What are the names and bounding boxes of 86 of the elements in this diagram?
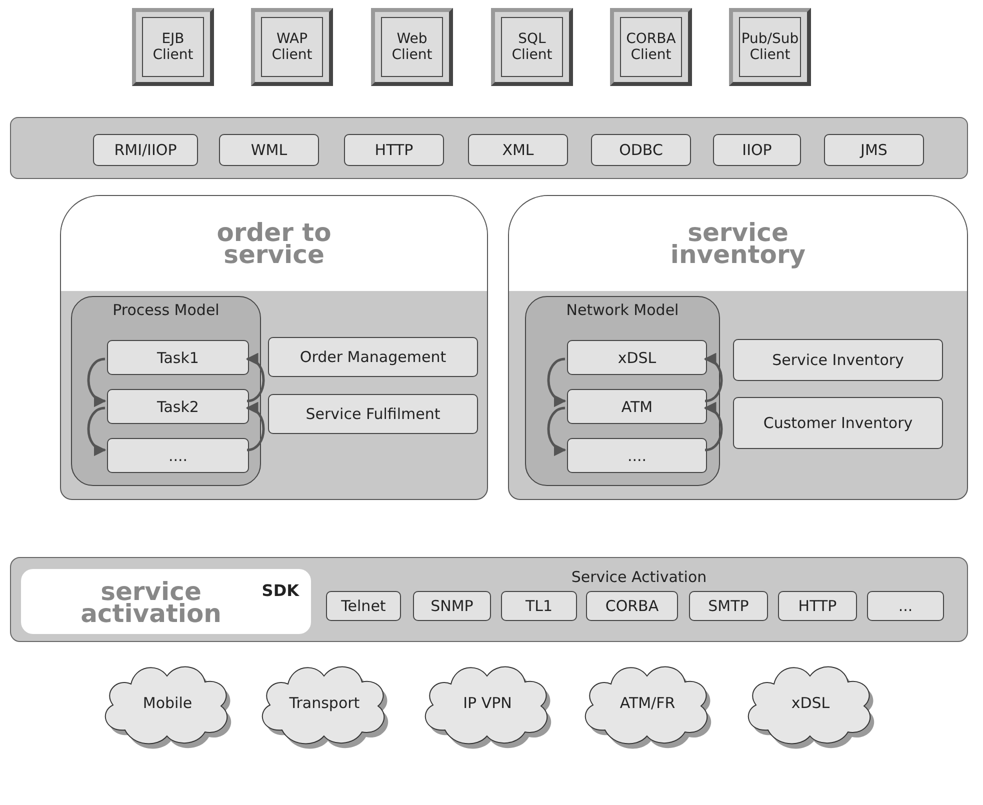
protocol-box	[586, 591, 678, 621]
cloud-label: ATM/FR	[620, 694, 676, 712]
client-box	[610, 8, 692, 86]
client-box	[132, 8, 214, 86]
protocol-box	[713, 134, 801, 166]
module-heading: order to service	[216, 222, 332, 266]
cycle-arrow	[246, 354, 265, 402]
client-box	[729, 8, 811, 86]
protocol-box	[468, 134, 568, 166]
box-label: JMS	[860, 141, 888, 159]
box-label: ODBC	[619, 141, 663, 159]
box-label: SNMP	[430, 597, 474, 615]
module-heading: service activation	[80, 581, 222, 625]
protocol-box	[219, 134, 319, 166]
box-label: ...	[898, 597, 913, 615]
cycle-arrow	[547, 358, 566, 406]
box-label: xDSL	[618, 348, 656, 366]
client-box	[371, 8, 453, 86]
cycle-arrow	[704, 354, 723, 402]
protocol-box	[93, 134, 198, 166]
client-box	[251, 8, 333, 86]
protocol-box	[268, 337, 478, 377]
box-label: Customer Inventory	[763, 414, 913, 432]
box-label: RMI/IIOP	[114, 141, 177, 159]
protocol-bar	[10, 117, 968, 179]
protocol-box	[107, 438, 249, 473]
cloud-label: IP VPN	[463, 694, 512, 712]
cycle-arrow	[87, 406, 106, 454]
cycle-arrow	[547, 406, 566, 454]
model-group	[525, 296, 720, 486]
protocol-box	[778, 591, 857, 621]
module-panel	[508, 195, 968, 500]
box-label: Order Management	[300, 348, 446, 366]
box-label: Task2	[157, 398, 199, 416]
client-label: SQL Client	[510, 31, 554, 63]
module-panel	[60, 195, 488, 500]
activation-band	[10, 557, 968, 642]
cloud-label: xDSL	[791, 694, 830, 712]
cloud-label: Mobile	[142, 694, 192, 712]
protocol-box	[107, 389, 249, 424]
protocol-box	[107, 340, 249, 375]
box-label: SMTP	[708, 597, 749, 615]
protocol-box	[567, 438, 707, 473]
protocol-box	[413, 591, 491, 621]
box-label: HTTP	[798, 597, 837, 615]
box-label: ....	[168, 446, 188, 464]
protocol-box	[733, 339, 943, 381]
box-label: WML	[250, 141, 288, 159]
client-label: Pub/Sub Client	[740, 31, 800, 63]
protocol-box	[567, 389, 707, 424]
protocol-box	[344, 134, 444, 166]
band-title: Service Activation	[570, 568, 708, 586]
box-label: Task1	[157, 348, 199, 366]
box-label: CORBA	[605, 597, 659, 615]
box-label: XML	[502, 141, 534, 159]
box-label: HTTP	[374, 141, 414, 159]
group-title: Process Model	[112, 301, 220, 319]
protocol-box	[591, 134, 691, 166]
client-label: EJB Client	[152, 31, 194, 63]
box-label: IIOP	[742, 141, 772, 159]
box-label: ATM	[621, 398, 653, 416]
group-title: Network Model	[565, 301, 680, 319]
client-label: Web Client	[390, 31, 434, 63]
sdk-label: SDK	[262, 581, 299, 600]
protocol-box	[567, 340, 707, 375]
cycle-arrow	[87, 358, 106, 406]
box-label: ....	[627, 446, 647, 464]
client-box	[491, 8, 573, 86]
protocol-box	[689, 591, 768, 621]
client-label: WAP Client	[270, 31, 314, 63]
box-label: Service Fulfilment	[306, 405, 440, 423]
box-label: TL1	[525, 597, 553, 615]
box-label: Telnet	[341, 597, 386, 615]
protocol-box	[501, 591, 577, 621]
model-group	[71, 296, 261, 486]
protocol-box	[268, 394, 478, 434]
protocol-box	[326, 591, 401, 621]
protocol-box	[733, 397, 943, 449]
cycle-arrow	[704, 404, 723, 452]
cloud-label: Transport	[289, 694, 360, 712]
cycle-arrow	[246, 404, 265, 452]
box-label: Service Inventory	[772, 351, 904, 369]
client-label: CORBA Client	[625, 31, 677, 63]
protocol-box	[824, 134, 924, 166]
protocol-box	[867, 591, 944, 621]
sdk-panel	[21, 569, 311, 634]
